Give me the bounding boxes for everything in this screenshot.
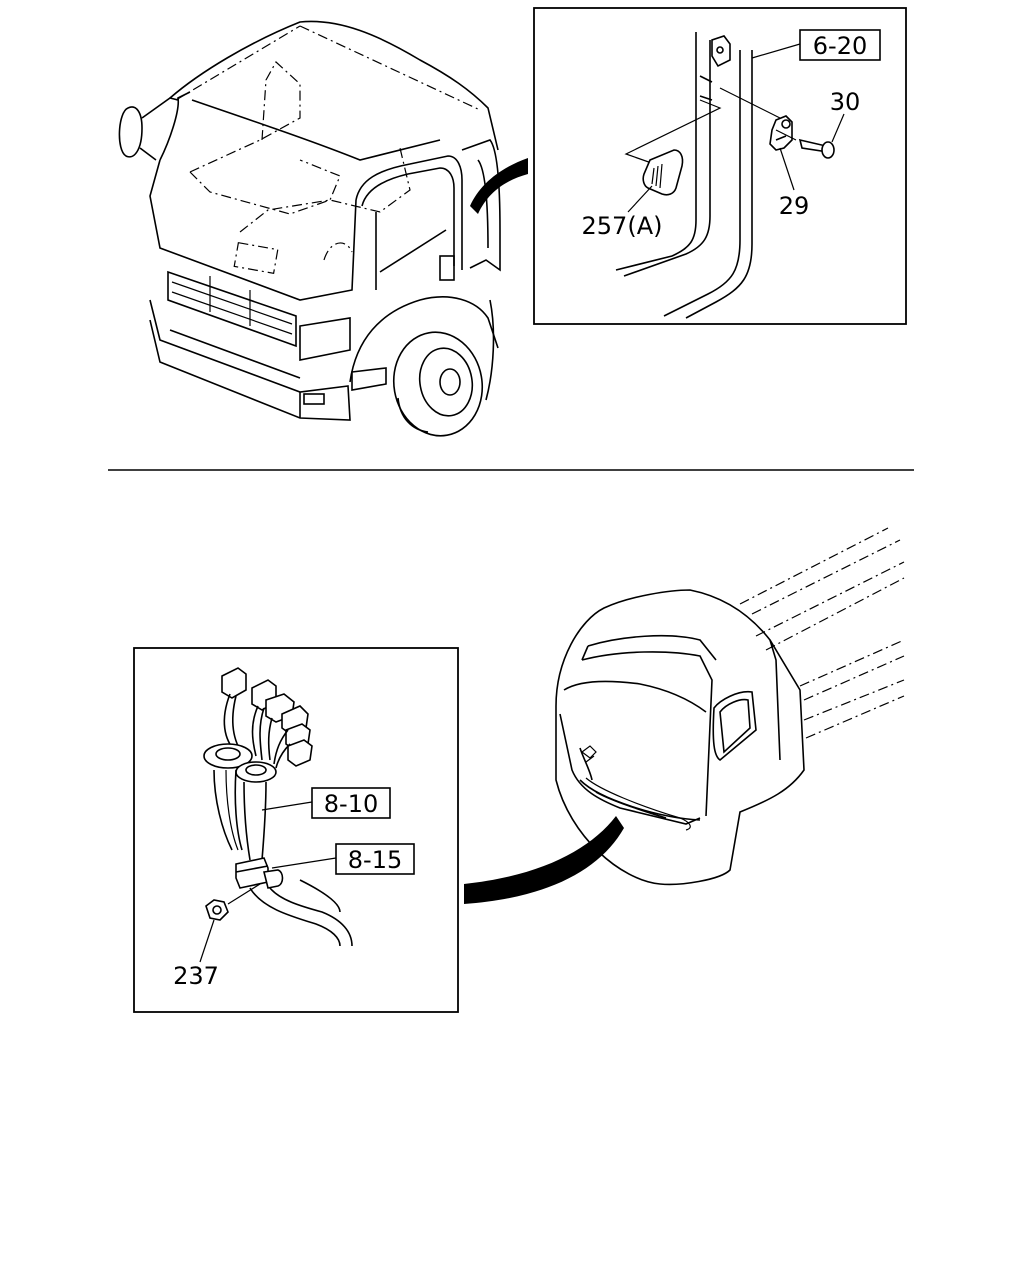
inset-harness-detail — [133, 647, 459, 1013]
callout-8-10: 8-10 — [324, 790, 378, 818]
inset-frame-top — [533, 7, 907, 325]
callout-box-6-20 — [799, 29, 881, 61]
lens-257a — [642, 149, 684, 196]
screw-30 — [798, 138, 835, 159]
callout-30: 30 — [830, 88, 861, 116]
callout-box-8-15 — [335, 843, 415, 875]
pointer-arrow-top — [470, 158, 528, 214]
callout-6-20: 6-20 — [813, 32, 867, 60]
pointer-arrow-bottom — [464, 816, 624, 904]
truck-cab-front-view — [118, 20, 501, 437]
callout-237: 237 — [173, 962, 219, 990]
callout-29: 29 — [779, 192, 810, 220]
nut-237 — [205, 899, 229, 921]
callout-257a: 257(A) — [582, 212, 663, 240]
callout-8-15: 8-15 — [348, 846, 402, 874]
inset-door-detail — [533, 7, 907, 325]
inset-frame-bottom — [133, 647, 459, 1013]
callout-box-8-10 — [311, 787, 391, 819]
truck-cab-rear-view — [555, 527, 905, 886]
